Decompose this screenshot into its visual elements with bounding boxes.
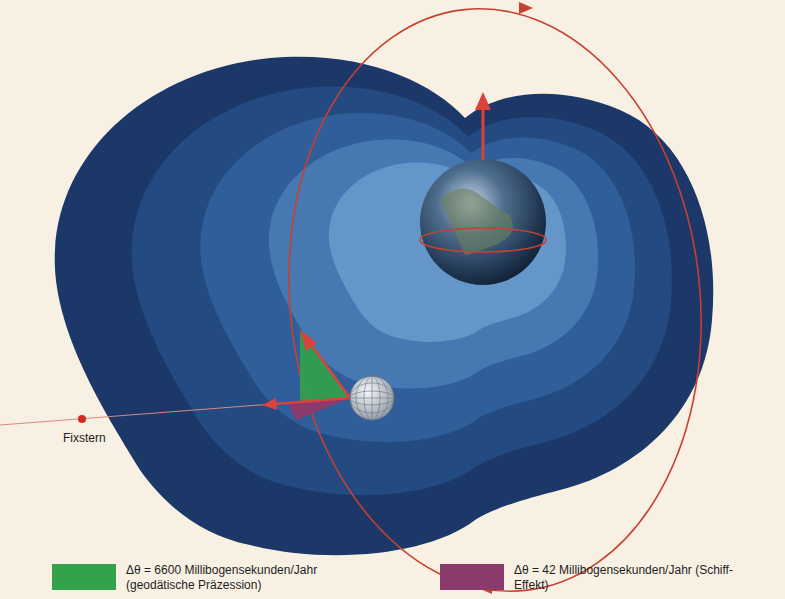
legend-text: Δθ = 6600 Millibogensekunden/Jahr (geodä… xyxy=(126,563,354,593)
satellite xyxy=(350,376,394,420)
earth xyxy=(420,92,546,285)
legend-swatch xyxy=(440,564,504,590)
legend-swatch xyxy=(52,564,116,590)
spacetime-curvature xyxy=(55,57,714,555)
legend-text: Δθ = 42 Millibogensekunden/Jahr (Schiff-… xyxy=(514,563,742,593)
gyroscope-precession xyxy=(0,330,350,425)
orbit xyxy=(261,0,730,599)
star-label: Fixstern xyxy=(60,430,109,447)
